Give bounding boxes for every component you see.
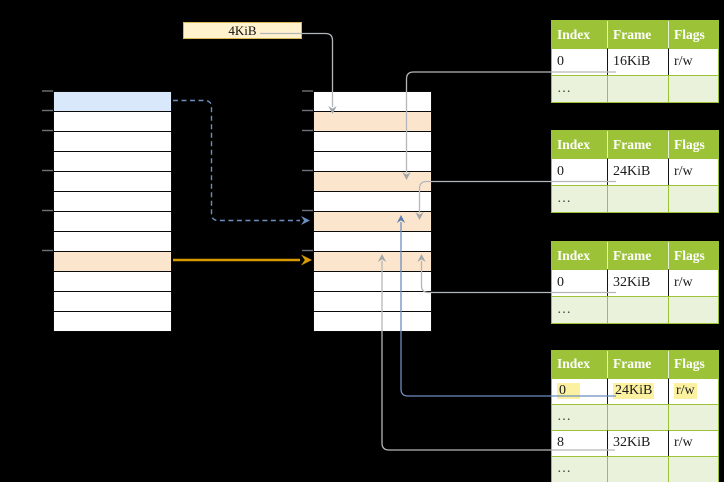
table-header-cell: Index (552, 351, 607, 378)
memory-row-white (313, 92, 431, 112)
table-ellipsis-cell (668, 185, 718, 212)
memory-row-white (53, 292, 171, 312)
highlighted-value: r/w (674, 383, 697, 399)
table-cell: 32KiB (607, 429, 668, 456)
table-cell: 0 (552, 158, 607, 185)
connector-virtual-page-orange (173, 254, 312, 266)
table-ellipsis-cell (607, 185, 668, 212)
memory-row-white (313, 152, 431, 172)
table-cell: 16KiB (607, 48, 668, 75)
table-ellipsis-cell (668, 296, 718, 323)
memory-row-peach (313, 112, 431, 132)
table-header-cell: Flags (668, 351, 718, 378)
table-ellipsis-cell (607, 296, 668, 323)
memory-row-white (53, 112, 171, 132)
table-cell: r/w (668, 377, 718, 404)
table-cell: 8 (552, 429, 607, 456)
table-header-cell: Frame (607, 242, 668, 269)
memory-row-white (313, 312, 431, 331)
table-cell: 0 (552, 377, 607, 404)
memory-row-white (53, 212, 171, 232)
memory-row-white (53, 272, 171, 292)
highlighted-value: 0 (557, 383, 580, 399)
memory-row-white (313, 132, 431, 152)
table-ellipsis-cell: … (552, 75, 607, 102)
physical-memory-column (312, 91, 432, 332)
table-header-cell: Flags (668, 131, 718, 158)
table-header-cell: Flags (668, 21, 718, 48)
table-header-cell: Frame (607, 21, 668, 48)
table-cell: 32KiB (607, 269, 668, 296)
table-header-cell: Index (552, 131, 607, 158)
table-header-cell: Frame (607, 351, 668, 378)
table-ellipsis-cell: … (552, 296, 607, 323)
memory-row-white (53, 172, 171, 192)
memory-row-peach (313, 212, 431, 232)
table-ellipsis-cell: … (552, 185, 607, 212)
memory-row-peach (313, 172, 431, 192)
highlighted-value: 24KiB (613, 383, 655, 399)
table-cell: r/w (668, 269, 718, 296)
memory-row-white (53, 132, 171, 152)
table-cell: r/w (668, 158, 718, 185)
table-ellipsis-cell (668, 403, 718, 430)
table-cell: 24KiB (607, 158, 668, 185)
table-ellipsis-cell (607, 75, 668, 102)
memory-row-white (53, 312, 171, 331)
table-cell: 0 (552, 269, 607, 296)
memory-row-white (313, 292, 431, 312)
memory-row-white (53, 192, 171, 212)
table-ellipsis-cell: … (552, 403, 607, 430)
table-ellipsis-cell: … (552, 455, 607, 482)
memory-row-white (313, 192, 431, 212)
table-cell: 0 (552, 48, 607, 75)
table-ellipsis-cell (607, 403, 668, 430)
memory-row-white (53, 232, 171, 252)
table-ellipsis-cell (607, 455, 668, 482)
table-cell: r/w (668, 48, 718, 75)
memory-row-white (313, 272, 431, 292)
memory-row-white (53, 152, 171, 172)
virtual-memory-column (52, 91, 172, 332)
table-cell: r/w (668, 429, 718, 456)
table-ellipsis-cell (668, 75, 718, 102)
table-header-cell: Index (552, 21, 607, 48)
memory-row-peach (53, 252, 171, 272)
table-header-cell: Index (552, 242, 607, 269)
table-header-cell: Flags (668, 242, 718, 269)
table-cell: 24KiB (607, 377, 668, 404)
page-size-label: 4KiB (183, 22, 302, 39)
table-header-cell: Frame (607, 131, 668, 158)
table-ellipsis-cell (668, 455, 718, 482)
connector-virtual-page-dashed (173, 99, 310, 225)
memory-row-white (313, 232, 431, 252)
memory-row-blue (53, 92, 171, 112)
memory-row-peach (313, 252, 431, 272)
